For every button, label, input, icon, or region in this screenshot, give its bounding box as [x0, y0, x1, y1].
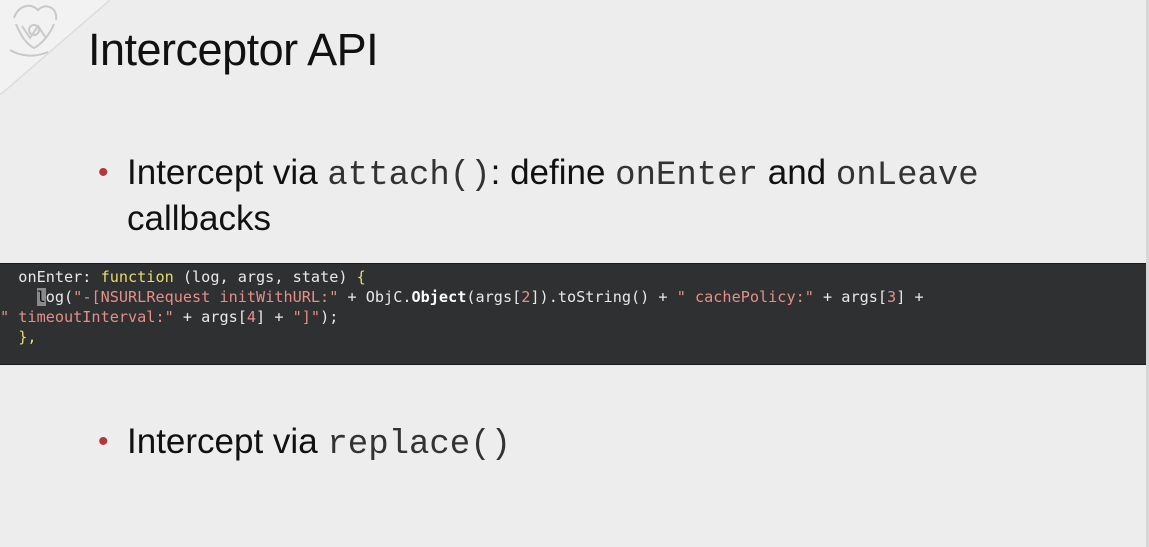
code-onleave: onLeave — [835, 157, 979, 195]
code-text: onEnter: function (log, args, state) { l… — [0, 267, 924, 347]
code-line-2: log("-[NSURLRequest initWithURL:" + ObjC… — [36, 288, 924, 306]
bullet-attach-text: Intercept via attach(): define onEnter a… — [127, 150, 979, 199]
bullet-attach-continuation: callbacks — [127, 199, 271, 238]
bullet-attach-prefix: Intercept via — [127, 153, 328, 192]
code-line-1: onEnter: function (log, args, state) { — [18, 268, 366, 286]
code-keyword-function: function — [100, 268, 174, 286]
bullet-attach-mid1: : define — [490, 153, 616, 192]
university-seal-icon — [0, 0, 110, 95]
bullet-attach-mid2: and — [758, 153, 836, 192]
code-attach: attach() — [327, 157, 491, 195]
code-onenter: onEnter — [615, 157, 758, 195]
code-line-3: " timeoutInterval:" + args[4] + "]"); — [0, 308, 339, 326]
text-cursor: l — [36, 288, 46, 306]
slide-title: Interceptor API — [88, 24, 379, 75]
code-line-4: }, — [0, 328, 37, 346]
bullet-replace-text: Intercept via replace() — [127, 419, 511, 468]
bullet-replace-prefix: Intercept via — [127, 422, 328, 461]
code-replace: replace() — [327, 426, 512, 464]
slide-edge — [1146, 0, 1149, 547]
bullet-dot-icon: • — [98, 425, 109, 458]
bullet-dot-icon: • — [98, 156, 109, 189]
code-block: onEnter: function (log, args, state) { l… — [0, 263, 1146, 365]
